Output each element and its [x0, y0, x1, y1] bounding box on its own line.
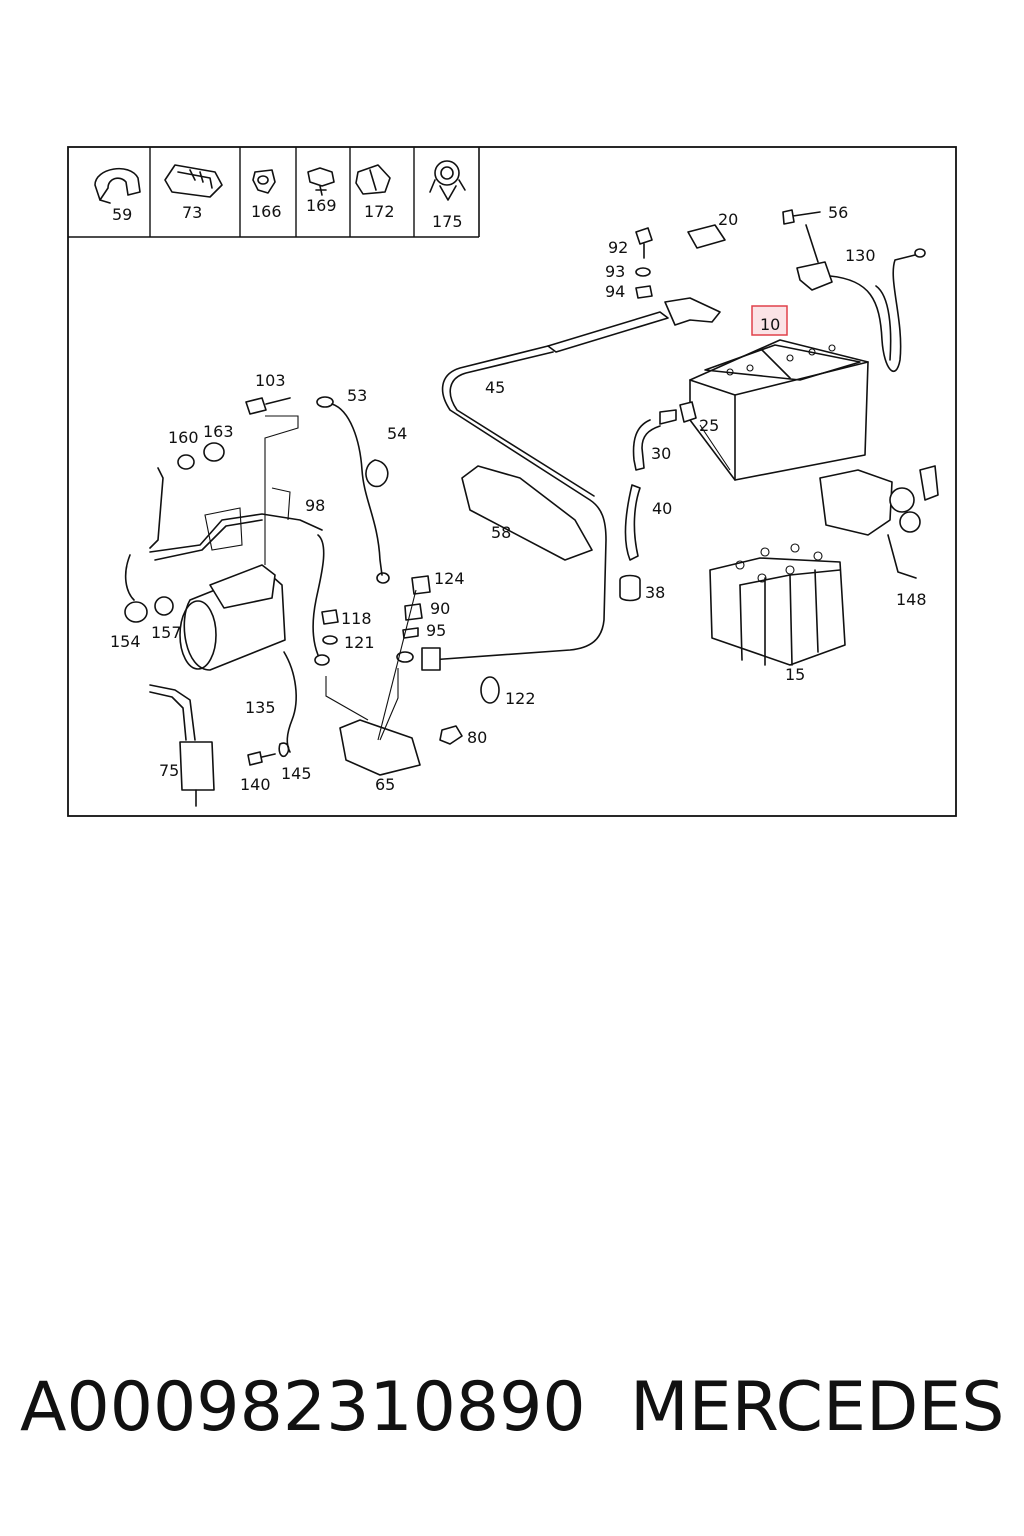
callout-20: 20 — [718, 210, 738, 229]
part-number: A000982310890 — [20, 1368, 586, 1447]
callout-65: 65 — [375, 775, 395, 794]
callout-154: 154 — [110, 632, 141, 651]
callout-80: 80 — [467, 728, 487, 747]
relay-148 — [819, 465, 939, 579]
starter-motor — [179, 564, 286, 671]
callout-38: 38 — [645, 583, 665, 602]
clip-172-icon — [355, 164, 391, 195]
callout-160: 160 — [168, 428, 199, 447]
bracket-73-icon — [164, 164, 223, 198]
callout-10: 10 — [760, 315, 780, 334]
switch-75 — [149, 684, 215, 807]
legend-label-166: 166 — [251, 202, 282, 221]
callout-145: 145 — [281, 764, 312, 783]
callout-140: 140 — [240, 775, 271, 794]
cable-53-54 — [316, 396, 390, 584]
callout-163: 163 — [203, 422, 234, 441]
clamp-59-icon — [94, 167, 141, 204]
nut-166-icon — [252, 169, 276, 194]
vent-hose-assembly — [619, 401, 697, 602]
callout-103: 103 — [255, 371, 286, 390]
bolt-stack-92-94 — [635, 227, 653, 299]
callout-93: 93 — [605, 262, 625, 281]
parts-diagram: 59 73 166 169 172 175 — [67, 146, 957, 817]
callout-40: 40 — [652, 499, 672, 518]
callout-121: 121 — [344, 633, 375, 652]
callout-45: 45 — [485, 378, 505, 397]
legend-label-172: 172 — [364, 202, 395, 221]
screw-169-icon — [307, 167, 335, 196]
callout-56: 56 — [828, 203, 848, 222]
brand-name: MERCEDES — [630, 1368, 1005, 1447]
legend-label-169: 169 — [306, 196, 337, 215]
callout-53: 53 — [347, 386, 367, 405]
callout-135: 135 — [245, 698, 276, 717]
battery-cable-45 — [396, 297, 721, 671]
callout-58: 58 — [491, 523, 511, 542]
callout-95: 95 — [426, 621, 446, 640]
callout-148: 148 — [896, 590, 927, 609]
callout-labels: 10 15 20 25 30 38 40 45 53 54 56 58 65 7… — [110, 203, 927, 794]
ground-cable-130 — [782, 209, 926, 373]
callout-118: 118 — [341, 609, 372, 628]
callout-94: 94 — [605, 282, 625, 301]
callout-130: 130 — [845, 246, 876, 265]
diagram-frame — [67, 146, 957, 817]
cover-20 — [687, 224, 726, 249]
small-fasteners — [321, 575, 431, 645]
terminal-block-65 — [325, 589, 421, 776]
callout-122: 122 — [505, 689, 536, 708]
bolt-103 — [245, 397, 299, 565]
harness-98 — [124, 442, 330, 666]
legend-label-73: 73 — [182, 203, 202, 222]
legend-strip: 59 73 166 169 172 175 — [68, 147, 480, 238]
callout-15: 15 — [785, 665, 805, 684]
callout-124: 124 — [434, 569, 465, 588]
highlight-box — [751, 305, 788, 336]
legend-label-59: 59 — [112, 205, 132, 224]
cable-135 — [247, 651, 297, 766]
callout-75: 75 — [159, 761, 179, 780]
callout-30: 30 — [651, 444, 671, 463]
callout-157: 157 — [151, 623, 182, 642]
legend-label-175: 175 — [432, 212, 463, 231]
footer-caption: A000982310890 MERCEDES — [0, 1368, 1024, 1478]
callout-90: 90 — [430, 599, 450, 618]
callout-54: 54 — [387, 424, 407, 443]
battery-10 — [689, 339, 869, 481]
bracket-58 — [461, 465, 593, 561]
callout-25: 25 — [699, 416, 719, 435]
callout-98: 98 — [305, 496, 325, 515]
sleeve-122 — [480, 676, 500, 704]
callout-92: 92 — [608, 238, 628, 257]
cable-clip-175-icon — [429, 160, 466, 201]
nut-80 — [439, 725, 463, 745]
battery-cells-15 — [709, 543, 846, 666]
